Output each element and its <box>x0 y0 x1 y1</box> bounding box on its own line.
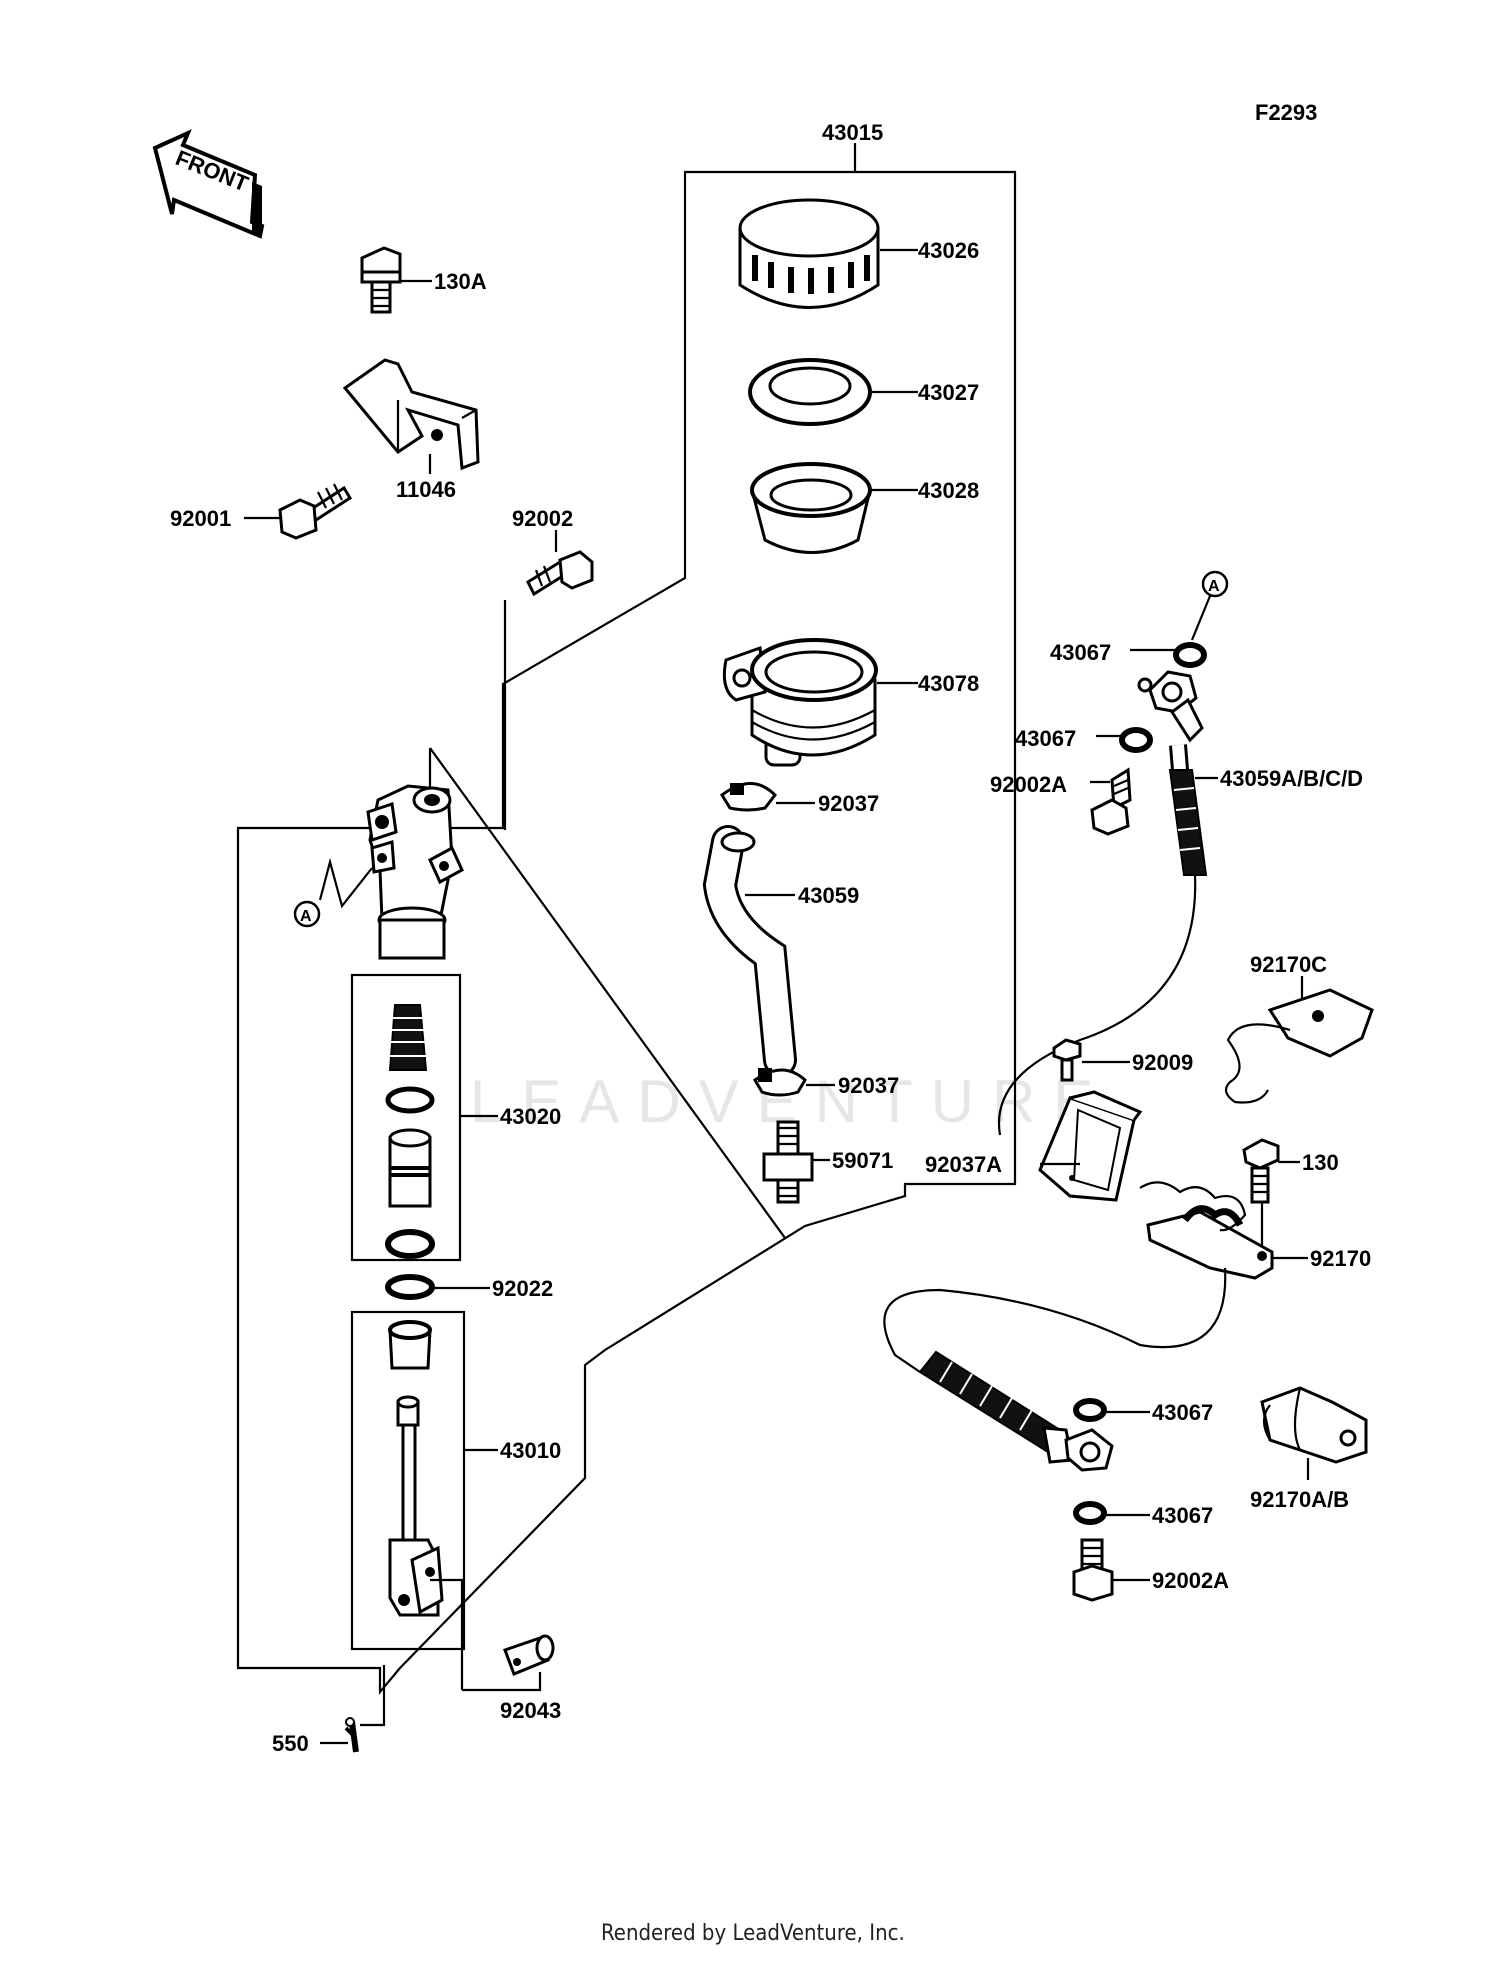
marker-a-left-label: A <box>300 908 312 925</box>
label-550: 550 <box>272 1731 309 1756</box>
bracket-icon <box>342 358 480 471</box>
hose-clamp-icon <box>1139 1181 1274 1280</box>
diaphragm-icon <box>750 462 872 554</box>
label-43028: 43028 <box>918 478 979 503</box>
label-43059ABCD: 43059A/B/C/D <box>1220 766 1363 791</box>
footer-credit: Rendered by LeadVenture, Inc. <box>601 1921 905 1946</box>
banjo-washer-bottom-2-icon <box>1073 1501 1107 1525</box>
banjo-bolt-bottom-icon <box>1072 1538 1114 1602</box>
label-92043: 92043 <box>500 1698 561 1723</box>
label-43078: 43078 <box>918 671 979 696</box>
label-43020: 43020 <box>500 1104 561 1129</box>
cotter-pin-icon <box>344 1717 359 1753</box>
label-92002: 92002 <box>512 506 573 531</box>
diagram-code: F2293 <box>1255 100 1317 125</box>
push-rod-kit-box <box>350 1310 466 1651</box>
label-92002A-top: 92002A <box>990 772 1067 797</box>
label-43067-bottom-2: 43067 <box>1152 1503 1213 1528</box>
banjo-washer-bottom-1-icon <box>1073 1398 1107 1422</box>
hose-guide-icon <box>1038 1090 1143 1202</box>
clevis-pin-icon <box>503 1634 555 1676</box>
hose-clamp-lower-icon <box>753 1068 807 1097</box>
washer-icon <box>385 1274 435 1300</box>
label-92170AB: 92170A/B <box>1250 1487 1349 1512</box>
label-92037A: 92037A <box>925 1152 1002 1177</box>
reservoir-cap-icon <box>738 198 880 309</box>
clamp-bolt-icon <box>1242 1138 1280 1204</box>
label-92170: 92170 <box>1310 1246 1371 1271</box>
assembly-43015-outline <box>236 143 1017 1696</box>
cylinder-screw-icon <box>526 550 594 597</box>
banjo-washer-top-2-icon <box>1119 727 1153 753</box>
label-92009: 92009 <box>1132 1050 1193 1075</box>
label-130A: 130A <box>434 269 487 294</box>
brake-hose-lower <box>883 1267 1227 1373</box>
label-92022: 92022 <box>492 1276 553 1301</box>
bracket-bolt-icon <box>360 246 402 314</box>
reservoir-tank-icon <box>722 638 878 767</box>
label-92001: 92001 <box>170 506 231 531</box>
marker-a-right <box>1201 570 1229 598</box>
label-59071: 59071 <box>832 1148 893 1173</box>
hose-clamp-upper-icon <box>720 782 777 812</box>
hose-clip-ab-icon <box>1260 1386 1368 1464</box>
marker-a-right-label: A <box>1208 578 1220 595</box>
hose-clip-c-icon <box>1224 988 1374 1104</box>
brake-hose-icon <box>997 744 1208 1136</box>
label-92037-lower: 92037 <box>838 1073 899 1098</box>
banjo-bolt-top-icon <box>1090 767 1132 836</box>
label-43067-top-2: 43067 <box>1015 726 1076 751</box>
guide-screw-icon <box>1052 1038 1082 1082</box>
piston-kit-icon <box>385 1004 435 1259</box>
label-43067-top-1: 43067 <box>1050 640 1111 665</box>
mounting-bolt-icon <box>278 483 353 540</box>
label-92037-upper: 92037 <box>818 791 879 816</box>
label-43026: 43026 <box>918 238 979 263</box>
label-43059: 43059 <box>798 883 859 908</box>
label-92002A-bottom: 92002A <box>1152 1568 1229 1593</box>
marker-a-left <box>293 900 321 928</box>
label-43027: 43027 <box>918 380 979 405</box>
push-rod-kit-icon <box>388 1320 444 1617</box>
label-43067-bottom-1: 43067 <box>1152 1400 1213 1425</box>
label-130: 130 <box>1302 1150 1339 1175</box>
diaphragm-plate-icon <box>748 358 872 426</box>
master-cylinder-icon <box>366 784 464 960</box>
banjo-washer-top-1-icon <box>1173 642 1207 668</box>
banjo-fitting-top-icon <box>1137 670 1204 743</box>
piston-kit-box <box>350 973 462 1262</box>
label-43010: 43010 <box>500 1438 561 1463</box>
reservoir-hose-icon <box>702 825 797 1077</box>
label-11046: 11046 <box>396 477 456 502</box>
label-92170C: 92170C <box>1250 952 1327 977</box>
label-43015: 43015 <box>822 120 883 145</box>
hose-fitting-icon <box>762 1120 814 1204</box>
front-arrow-icon: FRONT <box>152 129 265 239</box>
brake-hose-lower-end-icon <box>918 1350 1114 1472</box>
